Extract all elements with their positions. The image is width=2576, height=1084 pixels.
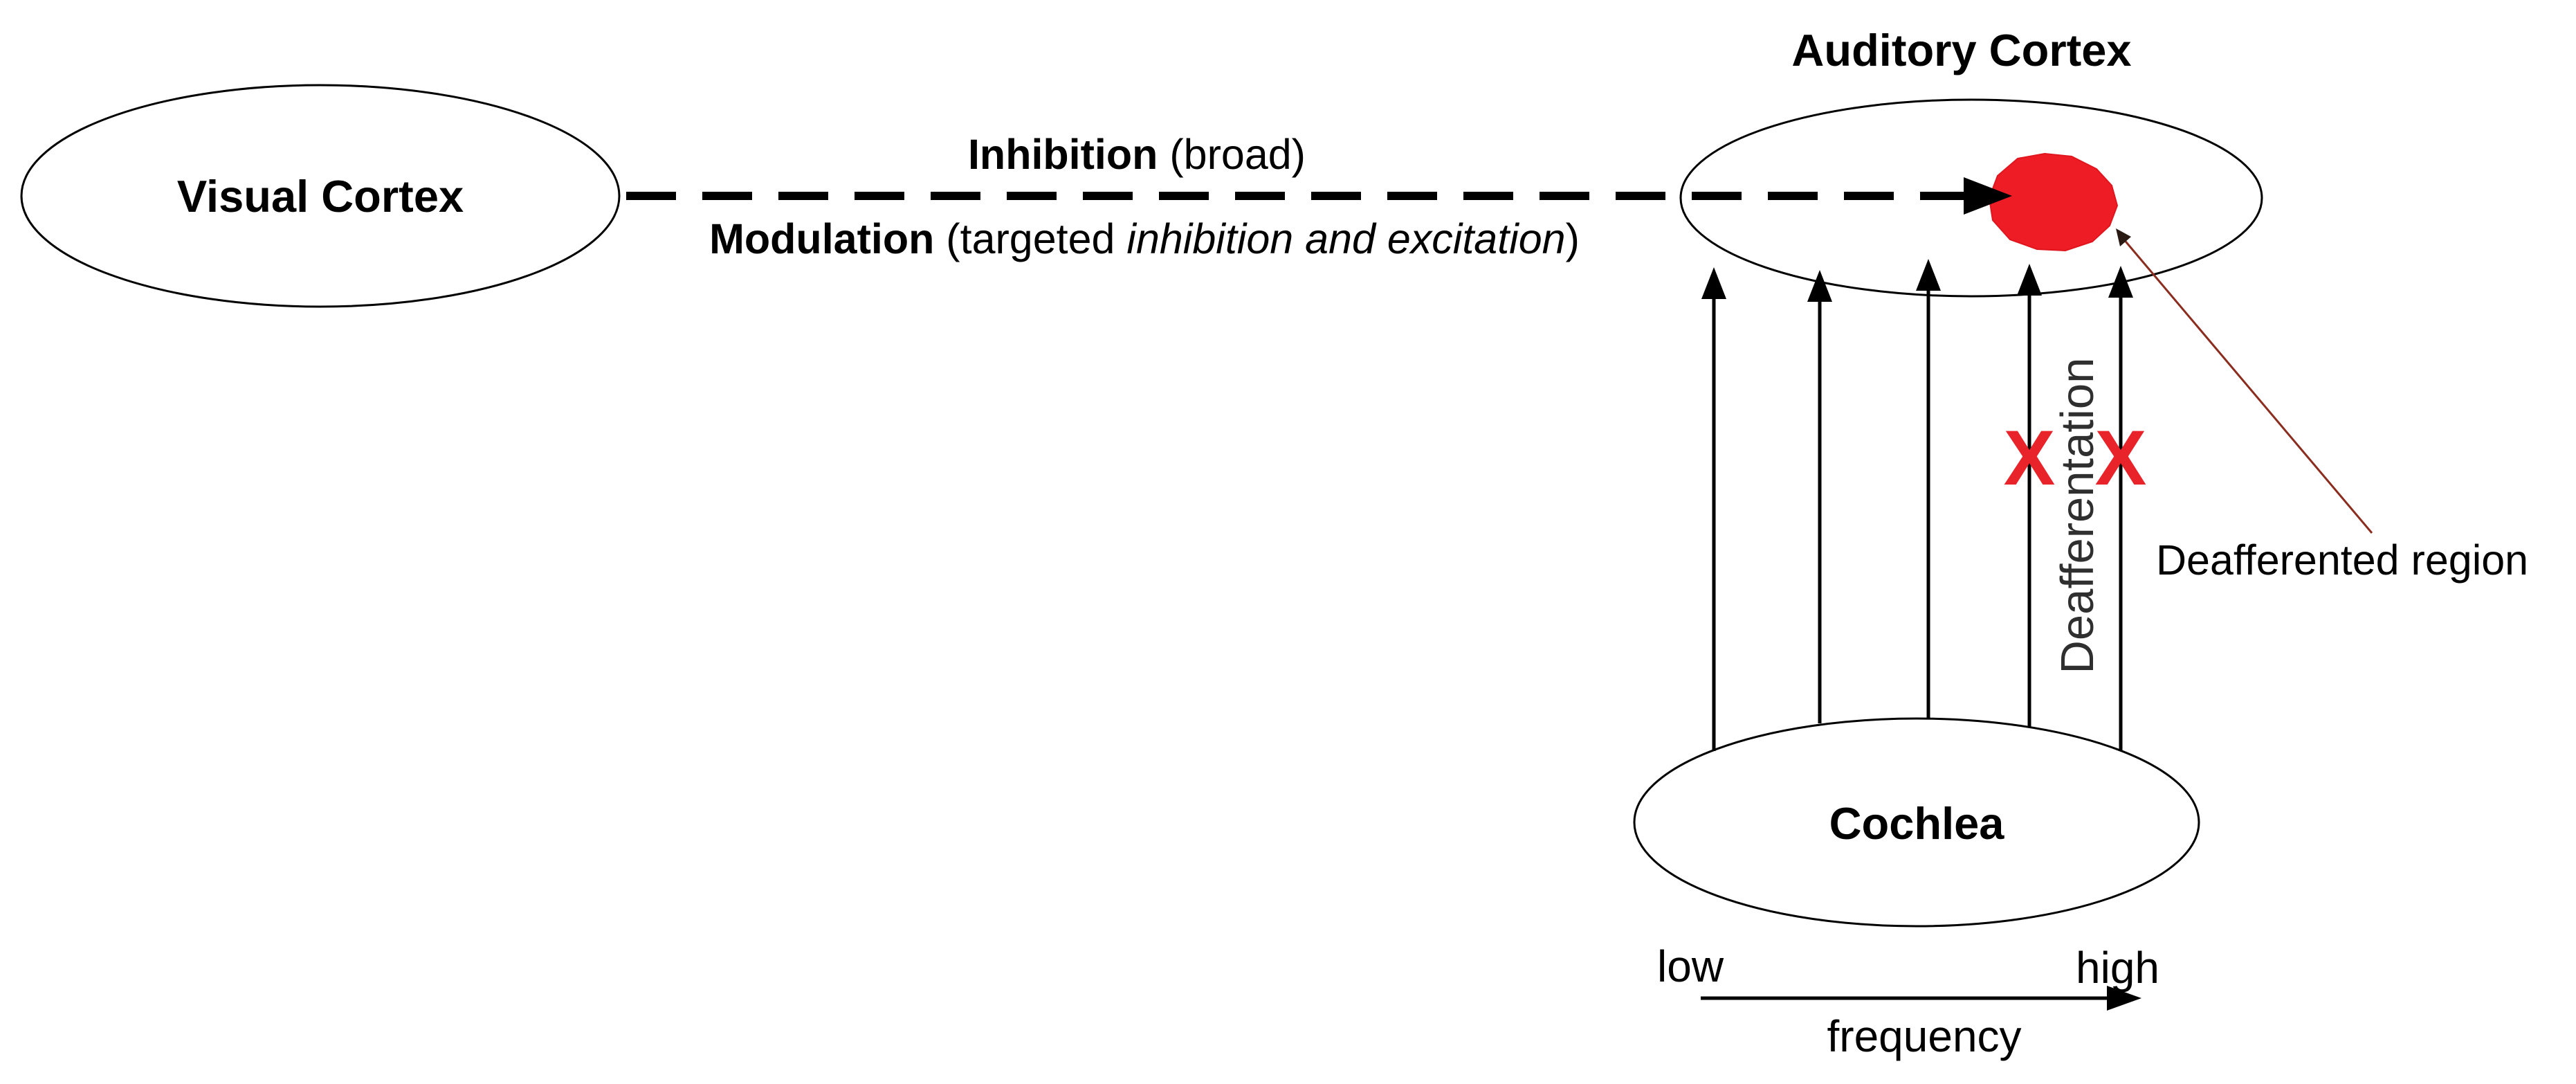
visual-cortex-node: [20, 84, 621, 308]
deafferented-region-blob: [1988, 152, 2119, 252]
cochlea-node: [1633, 717, 2200, 928]
visual-cortex-label: Visual Cortex: [177, 171, 464, 222]
blocked-mark-x: X: [2095, 415, 2147, 501]
projection-arrowhead: [1807, 270, 1832, 302]
frequency-high-label: high: [2076, 943, 2159, 993]
projection-arrowhead: [1916, 259, 1941, 291]
deafferentation-label: Deafferentation: [2052, 358, 2103, 674]
frequency-axis-label: frequency: [1827, 1011, 2021, 1061]
frequency-low-label: low: [1657, 941, 1724, 991]
region-pointer-arrowhead: [2116, 228, 2131, 246]
cochlea-label: Cochlea: [1829, 798, 2005, 849]
frequency-axis-arrowhead: [2107, 986, 2141, 1011]
ascending-projections: [1701, 259, 2133, 751]
projection-arrowhead: [2108, 266, 2133, 298]
dashed-pathway-arrowhead: [1964, 177, 2012, 215]
deafferented-region-label: Deafferented region: [2156, 536, 2528, 584]
projection-arrowhead: [2017, 264, 2042, 296]
modulation-label: Modulation (targeted inhibition and exci…: [709, 215, 1580, 262]
auditory-cortex-label: Auditory Cortex: [1791, 25, 2131, 75]
inhibition-label: Inhibition (broad): [968, 131, 1306, 178]
blocked-mark-x: X: [2004, 415, 2056, 501]
projection-arrowhead: [1701, 267, 1726, 299]
region-pointer-line: [2121, 237, 2373, 534]
